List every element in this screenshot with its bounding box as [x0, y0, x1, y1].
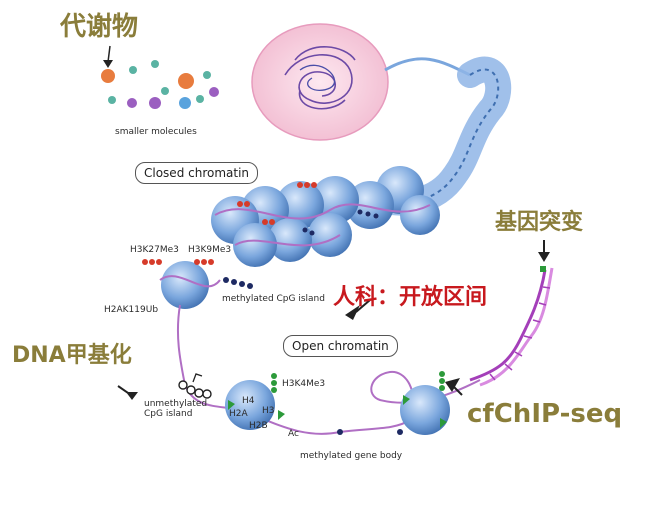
label-h3k27me3: H3K27Me3 — [130, 245, 179, 255]
label-dna-methylation: DNA甲基化 — [12, 343, 132, 368]
label-closed-chromatin: Closed chromatin — [135, 162, 259, 184]
label-unmethylated-1: unmethylated — [144, 399, 208, 409]
arrows — [103, 45, 550, 400]
closed-chromatin-cluster — [211, 166, 440, 267]
methylated-gene-body-marks — [337, 429, 403, 435]
arrow-mutation — [538, 252, 550, 262]
metabolite-dots — [101, 60, 219, 109]
label-h3k9me3: H3K9Me3 — [188, 245, 232, 255]
active-nucleosome — [225, 373, 285, 430]
label-h2a: H2A — [229, 409, 248, 419]
label-h2b: H2B — [249, 421, 268, 431]
cfchip-nucleosome — [400, 371, 450, 435]
nucleus — [251, 23, 389, 141]
tss-arrow — [192, 373, 203, 383]
repressive-nucleosome — [142, 259, 253, 309]
dna-double-helix — [469, 266, 554, 387]
label-cfchip: cfChIP-seq — [467, 399, 623, 429]
label-open-chromatin: Open chromatin — [283, 335, 398, 357]
label-atac: 人科：开放区间 — [333, 285, 488, 310]
label-smaller-molecules: smaller molecules — [115, 127, 197, 137]
label-gene-mutation: 基因突变 — [495, 210, 584, 235]
label-unmethylated-2: CpG island — [144, 409, 193, 419]
label-ac: Ac — [288, 429, 299, 439]
label-methylated-cpg-island: methylated CpG island — [222, 294, 325, 304]
unmethylated-cpg — [178, 380, 212, 399]
arrow-atac — [345, 305, 360, 320]
label-h4: H4 — [242, 396, 255, 406]
label-h3k4me3: H3K4Me3 — [282, 379, 326, 389]
label-h2ak119ub: H2AK119Ub — [104, 305, 159, 315]
label-methylated-gene-body: methylated gene body — [300, 451, 403, 461]
label-h3: H3 — [262, 406, 275, 416]
label-metabolites: 代谢物 — [60, 12, 139, 42]
